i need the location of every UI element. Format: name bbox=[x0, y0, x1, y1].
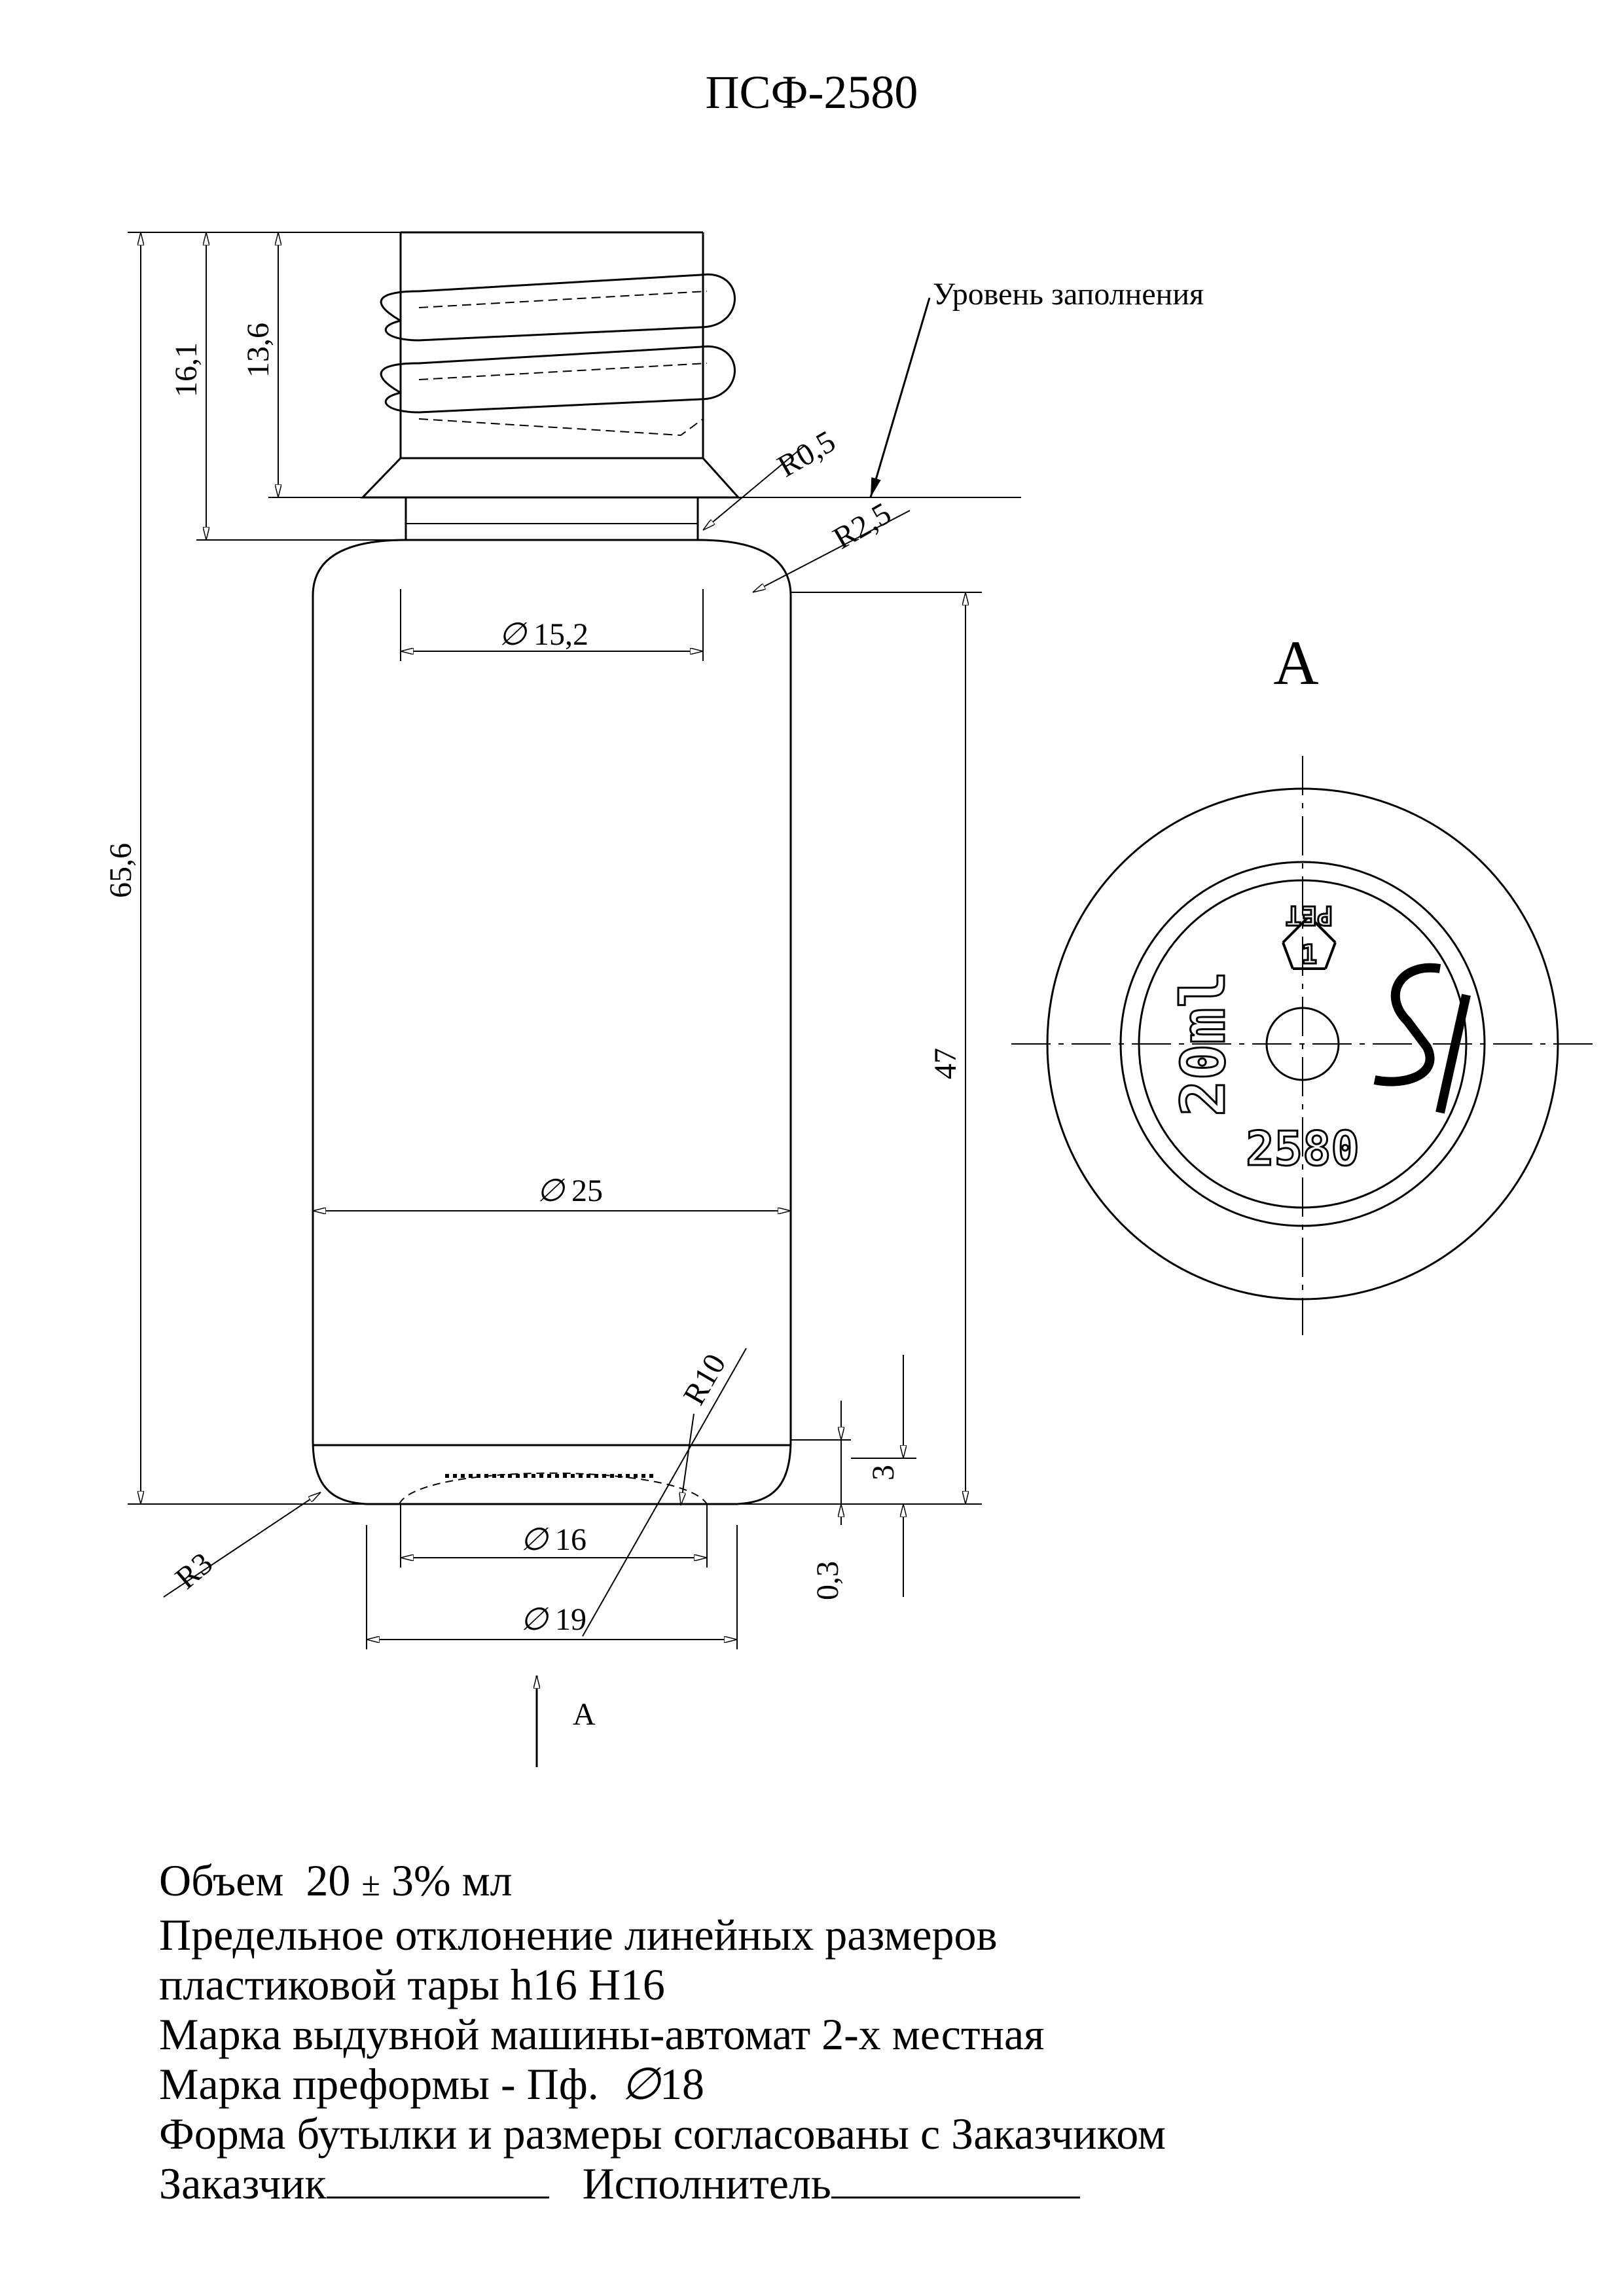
customer-signature-field[interactable] bbox=[326, 2164, 549, 2198]
dim-overall-height: 65,6 bbox=[103, 843, 138, 898]
bottle-side-view bbox=[312, 231, 792, 1505]
dim-inner-base-diameter: ∅ 16 bbox=[520, 1522, 586, 1557]
signature-line: Заказчик Исполнитель bbox=[159, 2159, 1166, 2208]
thread-lower bbox=[380, 345, 736, 414]
dim-body-diameter: ∅ 25 bbox=[537, 1174, 603, 1208]
note-line-6: Форма бутылки и размеры согласованы с За… bbox=[159, 2109, 1166, 2159]
dim-body-height: 47 bbox=[928, 1048, 963, 1079]
dim-shoulder-radius: R2,5 bbox=[827, 496, 897, 556]
emboss-volume: 20ml bbox=[1168, 971, 1238, 1117]
note-line-4: Марка выдувной машины-автомат 2-х местна… bbox=[159, 2009, 1045, 2059]
bottom-view bbox=[1011, 756, 1594, 1335]
note-line-5: Марка преформы - Пф. ∅18 bbox=[159, 2059, 705, 2109]
dim-neck-radius: R0,5 bbox=[772, 424, 841, 484]
drawing-title: ПСФ-2580 bbox=[706, 66, 918, 118]
svg-text:15,2: 15,2 bbox=[533, 617, 588, 652]
dim-base-depth: 3 bbox=[866, 1465, 901, 1480]
logo-icon bbox=[1373, 963, 1471, 1114]
dim-base-diameter: ∅ 19 bbox=[520, 1602, 586, 1637]
dim-neck-diameter: ∅ 15,2 bbox=[499, 617, 588, 652]
emboss-material: PET bbox=[1286, 900, 1333, 930]
dim-base-radius: R10 bbox=[677, 1348, 733, 1411]
emboss-recycle-code: 1 bbox=[1301, 940, 1317, 970]
svg-text:25: 25 bbox=[571, 1174, 603, 1208]
svg-text:∅: ∅ bbox=[537, 1174, 566, 1208]
notes-block: Объем 20 ± 3% мл Предельное отклонение л… bbox=[159, 1856, 1166, 2208]
contractor-signature-field[interactable] bbox=[831, 2164, 1080, 2198]
dim-thread-height: 13,6 bbox=[241, 323, 276, 378]
fill-level-label: Уровень заполнения bbox=[933, 277, 1204, 312]
svg-text:∅: ∅ bbox=[520, 1522, 549, 1557]
emboss-model: 2580 bbox=[1246, 1121, 1359, 1176]
dim-base-offset: 0,3 bbox=[810, 1561, 845, 1600]
note-line-2: Предельное отклонение линейных размеров bbox=[159, 1910, 998, 1960]
svg-text:∅: ∅ bbox=[499, 617, 528, 652]
dim-neck-height: 16,1 bbox=[169, 342, 204, 397]
note-volume: Объем 20 ± 3% мл bbox=[159, 1856, 513, 1905]
recycle-icon bbox=[1282, 914, 1337, 970]
dimension-lines bbox=[128, 232, 1021, 1767]
svg-text:16: 16 bbox=[555, 1522, 586, 1557]
view-title: A bbox=[1273, 628, 1318, 698]
svg-text:∅: ∅ bbox=[520, 1602, 549, 1637]
svg-text:19: 19 bbox=[555, 1602, 586, 1637]
note-line-3: пластиковой тары h16 H16 bbox=[159, 1960, 665, 2009]
view-marker-label: A bbox=[573, 1697, 596, 1732]
thread-upper bbox=[380, 273, 736, 342]
